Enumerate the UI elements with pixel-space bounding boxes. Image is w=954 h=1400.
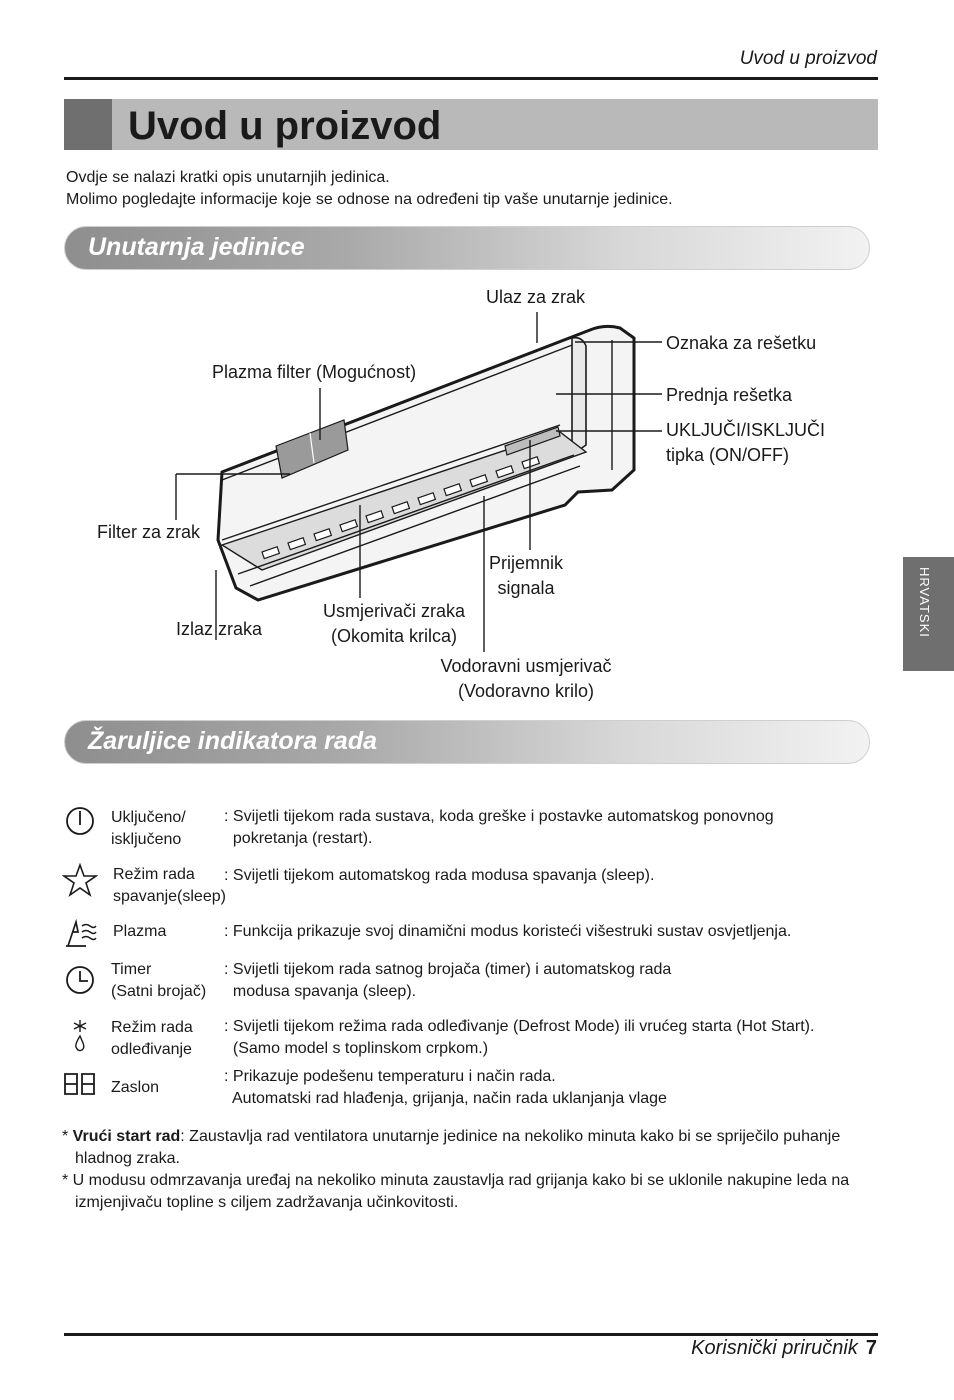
note-hot-start-text: : Zaustavlja rad ventilatora unutarnje j… <box>75 1128 841 1167</box>
label-vanes-line-2: (Okomita krilca) <box>330 626 457 646</box>
indicator-desc-power: : Svijetli tijekom rada sustava, koda gr… <box>224 806 774 850</box>
running-header: Uvod u proizvod <box>739 48 877 69</box>
label-horizontal-louver: Vodoravni usmjerivač (Vodoravno krilo) <box>424 654 628 704</box>
indicator-desc-sleep: : Svijetli tijekom automatskog rada modu… <box>224 867 655 884</box>
plasma-icon <box>66 918 97 947</box>
page-title: Uvod u proizvod <box>128 104 442 148</box>
indicator-desc-line-1: : Svijetli tijekom rada sustava, koda gr… <box>224 808 774 825</box>
indicator-row-display: Zaslon : Prikazuje podešenu temperaturu … <box>62 1066 892 1112</box>
label-louver-line-2: (Vodoravno krilo) <box>457 681 595 701</box>
display-icon <box>64 1073 95 1095</box>
label-signal-line-2: signala <box>497 578 555 598</box>
label-air-inlet: Ulaz za zrak <box>486 287 586 307</box>
onoff-button-shape <box>504 426 561 456</box>
header-rule <box>64 77 878 80</box>
label-front-grille: Prednja rešetka <box>666 385 793 405</box>
footnotes: * Vrući start rad: Zaustavlja rad ventil… <box>62 1126 882 1214</box>
label-plasma-filter: Plazma filter (Mogućnost) <box>212 362 417 382</box>
clock-icon <box>66 966 94 994</box>
label-onoff-line-2: tipka (ON/OFF) <box>666 445 790 465</box>
indicator-name-defrost: Režim rada odleđivanje <box>111 1017 193 1061</box>
indicator-name-plasma: Plazma <box>113 923 167 940</box>
star-icon <box>62 862 98 898</box>
indicator-name-line-2: (Satni brojač) <box>111 983 207 1000</box>
indicator-desc-line-2: Automatski rad hlađenja, grijanja, način… <box>224 1090 667 1107</box>
label-louver-line-1: Vodoravni usmjerivač <box>440 656 612 676</box>
indicator-row-sleep: Režim rada spavanje(sleep) : Svijetli ti… <box>62 862 892 908</box>
note-defrost: * U modusu odmrzavanja uređaj na nekolik… <box>62 1172 850 1211</box>
power-icon <box>66 807 94 835</box>
indicator-name-line-1: Timer <box>111 961 152 978</box>
note-defrost-text: U modusu odmrzavanja uređaj na nekoliko … <box>72 1172 850 1211</box>
footer-label: Korisnički priručnik <box>691 1337 858 1359</box>
indicator-desc-display: : Prikazuje podešenu temperaturu i način… <box>224 1066 667 1110</box>
page-number: 7 <box>865 1337 877 1359</box>
indicator-desc-line-2: pokretanja (restart). <box>224 830 373 847</box>
indicator-desc-line-1: : Prikazuje podešenu temperaturu i način… <box>224 1068 556 1085</box>
indicator-desc-line-2: modusa spavanja (sleep). <box>224 983 417 1000</box>
indicator-desc-line-1: : Svijetli tijekom rada satnog brojača (… <box>224 961 672 978</box>
indicator-name-line-1: Uključeno/ <box>111 809 186 826</box>
title-accent-block <box>64 99 112 150</box>
indicator-name-timer: Timer (Satni brojač) <box>111 959 206 1003</box>
indicator-name-power: Uključeno/ isključeno <box>111 807 186 851</box>
label-onoff-line-1: UKLJUČI/ISKLJUČI <box>666 420 826 440</box>
section-bar-indoor <box>64 226 870 270</box>
indicator-name-display: Zaslon <box>111 1079 160 1096</box>
louver-edge <box>237 454 575 575</box>
language-side-tab-label: HRVATSKI <box>917 567 932 638</box>
indicator-desc-defrost: : Svijetli tijekom režima rada odleđivan… <box>224 1016 814 1060</box>
section-title-indoor: Unutarnja jedinice <box>88 233 305 261</box>
indicator-row-plasma: Plazma : Funkcija prikazuje svoj dinamič… <box>62 916 892 952</box>
title-bar <box>64 99 878 150</box>
note-hot-start-term: Vrući start rad <box>72 1128 181 1145</box>
page-footer: Korisnički priručnik 7 <box>691 1337 877 1360</box>
label-signal-receiver: Prijemnik signala <box>478 551 574 601</box>
footer-rule <box>64 1333 878 1336</box>
indicator-name-line-1: Režim rada <box>111 1019 193 1036</box>
language-side-tab: HRVATSKI <box>903 557 954 671</box>
indicator-desc-line-1: : Svijetli tijekom režima rada odleđivan… <box>224 1018 815 1035</box>
side-grille <box>571 336 587 457</box>
indicator-desc-plasma: : Funkcija prikazuje svoj dinamični modu… <box>224 923 792 940</box>
indicator-row-power: Uključeno/ isključeno : Svijetli tijekom… <box>62 803 892 851</box>
label-onoff-button: UKLJUČI/ISKLJUČI tipka (ON/OFF) <box>666 418 825 468</box>
intro-line-1: Ovdje se nalazi kratki opis unutarnjih j… <box>66 169 390 186</box>
vertical-vanes <box>261 456 541 560</box>
indicator-name-sleep: Režim rada spavanje(sleep) <box>113 864 226 908</box>
defrost-icon <box>73 1020 87 1052</box>
air-outlet-area <box>220 431 588 571</box>
indicator-desc-line-2: (Samo model s toplinskom crpkom.) <box>224 1040 489 1057</box>
plasma-filter-divider <box>309 432 315 464</box>
indicator-name-line-2: spavanje(sleep) <box>113 888 226 905</box>
indicator-name-line-1: Režim rada <box>113 866 195 883</box>
indoor-unit-diagram <box>175 312 662 652</box>
note-hot-start: * Vrući start rad: Zaustavlja rad ventil… <box>62 1128 841 1167</box>
intro-line-2: Molimo pogledajte informacije koje se od… <box>66 191 673 208</box>
label-grille-mark: Oznaka za rešetku <box>666 333 817 353</box>
louver-edge-2 <box>249 465 581 587</box>
indicator-desc-timer: : Svijetli tijekom rada satnog brojača (… <box>224 959 671 1003</box>
label-air-filter: Filter za zrak <box>97 522 201 542</box>
label-vanes-line-1: Usmjerivači zraka <box>322 601 466 621</box>
label-air-outlet: Izlaz zraka <box>176 619 263 639</box>
section-bar-indicators <box>64 720 870 764</box>
indicator-name-line-2: odleđivanje <box>111 1041 192 1058</box>
indicator-row-timer: Timer (Satni brojač) : Svijetli tijekom … <box>62 959 892 1005</box>
section-title-indicators: Žaruljice indikatora rada <box>88 727 377 755</box>
intro-text: Ovdje se nalazi kratki opis unutarnjih j… <box>66 167 673 211</box>
indicator-name-line-2: isključeno <box>111 831 182 848</box>
panel-bottom-edge <box>221 424 561 541</box>
label-signal-line-1: Prijemnik <box>488 553 563 573</box>
indicator-row-defrost: Režim rada odleđivanje : Svijetli tijeko… <box>62 1016 892 1062</box>
label-vertical-vanes: Usmjerivači zraka (Okomita krilca) <box>312 599 476 649</box>
